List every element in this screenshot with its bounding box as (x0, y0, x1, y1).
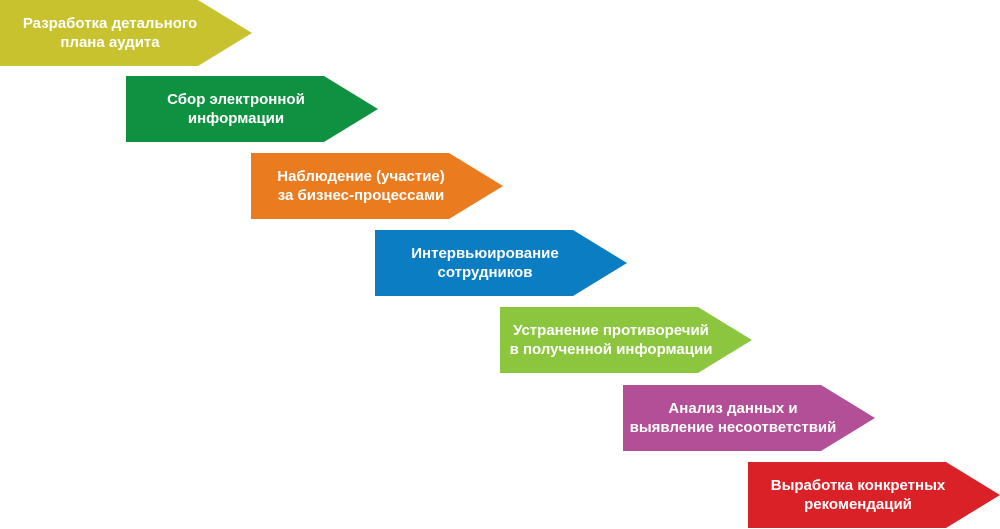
arrow-fill (126, 76, 378, 142)
arrow-fill (623, 385, 875, 451)
arrow-fill (748, 462, 1000, 528)
arrow-shape (375, 230, 627, 296)
step-2-line-2: информации (187, 110, 285, 127)
step-4-label: Интервьюирование сотрудников (375, 230, 595, 296)
arrow-shape (748, 462, 1000, 528)
step-4-line-2: сотрудников (437, 264, 533, 281)
step-6-line-2: выявление несоответствий (629, 419, 837, 436)
step-4-arrow: Интервьюирование сотрудников (375, 230, 627, 296)
arrow-shape (500, 307, 752, 373)
arrow-shape (251, 153, 503, 219)
step-1-arrow: Разработка детального плана аудита (0, 0, 252, 66)
step-7-arrow: Выработка конкретных рекомендаций (748, 462, 1000, 528)
step-6-arrow: Анализ данных и выявление несоответствий (623, 385, 875, 451)
step-5-line-2: в полученной информации (509, 341, 713, 358)
step-7-label: Выработка конкретных рекомендаций (748, 462, 968, 528)
step-1-label: Разработка детального плана аудита (0, 0, 220, 66)
step-5-arrow: Устранение противоречий в полученной инф… (500, 307, 752, 373)
step-4-line-1: Интервьюирование (411, 245, 559, 262)
arrow-fill (375, 230, 627, 296)
arrow-shape (623, 385, 875, 451)
arrow-fill (0, 0, 252, 66)
step-2-arrow: Сбор электронной информации (126, 76, 378, 142)
step-6-line-1: Анализ данных и (668, 400, 798, 417)
arrow-fill (500, 307, 752, 373)
step-1-line-1: Разработка детального (22, 15, 198, 32)
step-5-label: Устранение противоречий в полученной инф… (500, 307, 722, 373)
arrow-shape (126, 76, 378, 142)
step-3-line-2: за бизнес-процессами (277, 187, 445, 204)
step-3-label: Наблюдение (участие) за бизнес-процессам… (251, 153, 471, 219)
step-1-line-2: плана аудита (60, 34, 160, 51)
step-2-line-1: Сбор электронной (167, 91, 305, 108)
step-6-label: Анализ данных и выявление несоответствий (623, 385, 843, 451)
step-5-line-1: Устранение противоречий (513, 322, 709, 339)
arrow-fill (251, 153, 503, 219)
step-7-line-2: рекомендаций (804, 496, 912, 513)
step-3-line-1: Наблюдение (участие) (277, 168, 445, 185)
step-3-arrow: Наблюдение (участие) за бизнес-процессам… (251, 153, 503, 219)
step-7-line-1: Выработка конкретных (770, 477, 946, 494)
arrow-shape (0, 0, 252, 66)
step-2-label: Сбор электронной информации (126, 76, 346, 142)
